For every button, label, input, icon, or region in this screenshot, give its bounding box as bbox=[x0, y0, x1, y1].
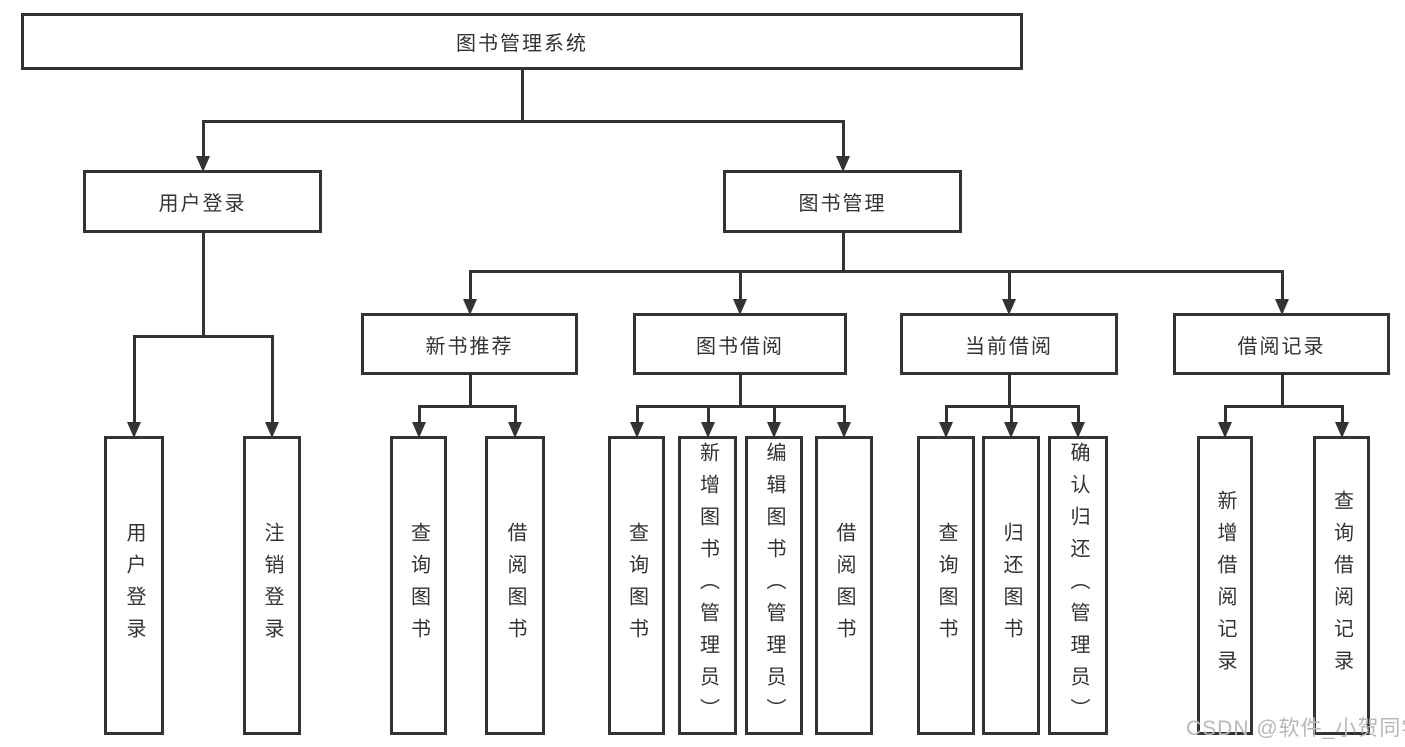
connector-line bbox=[133, 335, 274, 338]
connector-line bbox=[739, 270, 742, 301]
node-label: 图书借阅 bbox=[696, 335, 784, 358]
node-new-book-rec: 新书推荐 bbox=[361, 313, 578, 375]
arrow-down-icon bbox=[733, 299, 747, 315]
connector-line bbox=[1077, 405, 1080, 424]
node-leaf-cur-query-books: 查询图书 bbox=[917, 436, 975, 735]
arrow-down-icon bbox=[508, 422, 522, 438]
connector-line bbox=[1224, 405, 1344, 408]
arrow-down-icon bbox=[630, 422, 644, 438]
node-leaf-return-book: 归还图书 bbox=[982, 436, 1040, 735]
node-label: 新书推荐 bbox=[425, 335, 514, 358]
node-leaf-add-borrow-record: 新增借阅记录 bbox=[1197, 436, 1253, 735]
node-label: 借阅图书 bbox=[504, 521, 526, 650]
node-label: 新增借阅记录 bbox=[1214, 489, 1236, 682]
node-label: 确认归还（管理员） bbox=[1067, 441, 1089, 730]
arrow-down-icon bbox=[1071, 422, 1085, 438]
connector-line bbox=[202, 120, 845, 123]
node-label: 图书管理 bbox=[798, 193, 887, 215]
connector-line bbox=[843, 405, 846, 424]
connector-line bbox=[1010, 405, 1013, 424]
node-label: 当前借阅 bbox=[965, 335, 1053, 358]
connector-line bbox=[469, 270, 1284, 273]
node-book-mgmt: 图书管理 bbox=[723, 170, 962, 233]
connector-line bbox=[1008, 270, 1011, 301]
watermark-text: CSDN @软件_小贺同学 bbox=[1186, 717, 1405, 740]
node-leaf-bor-borrow-books: 借阅图书 bbox=[815, 436, 873, 735]
node-label: 查询图书 bbox=[625, 521, 648, 650]
node-label: 查询图书 bbox=[407, 521, 430, 650]
arrow-down-icon bbox=[412, 422, 426, 438]
node-label: 新增图书（管理员） bbox=[696, 441, 719, 730]
node-leaf-add-book: 新增图书（管理员） bbox=[678, 436, 737, 735]
connector-line bbox=[739, 373, 742, 408]
connector-line bbox=[636, 405, 639, 424]
connector-line bbox=[418, 405, 421, 424]
node-label: 借阅记录 bbox=[1237, 335, 1326, 358]
arrow-down-icon bbox=[1002, 299, 1016, 315]
node-user-login: 用户登录 bbox=[83, 170, 322, 233]
node-leaf-rec-borrow-books: 借阅图书 bbox=[485, 436, 545, 735]
connector-line bbox=[514, 405, 517, 424]
connector-line bbox=[418, 405, 517, 408]
node-label: 用户登录 bbox=[158, 193, 247, 215]
node-leaf-edit-book: 编辑图书（管理员） bbox=[745, 436, 803, 735]
node-label: 图书管理系统 bbox=[456, 33, 588, 55]
node-label: 用户登录 bbox=[123, 521, 145, 650]
connector-line bbox=[707, 405, 710, 424]
connector-line bbox=[202, 120, 205, 158]
connector-line bbox=[271, 335, 274, 424]
node-leaf-query-borrow-record: 查询借阅记录 bbox=[1313, 436, 1370, 735]
connector-line bbox=[1281, 270, 1284, 301]
node-leaf-logout: 注销登录 bbox=[243, 436, 301, 735]
node-label: 查询图书 bbox=[935, 521, 957, 650]
connector-line bbox=[945, 405, 948, 424]
node-leaf-confirm-return: 确认归还（管理员） bbox=[1048, 436, 1108, 735]
node-book-borrow: 图书借阅 bbox=[633, 313, 847, 375]
node-label: 归还图书 bbox=[1000, 521, 1022, 650]
connector-line bbox=[842, 120, 845, 158]
connector-line bbox=[1341, 405, 1344, 424]
arrow-down-icon bbox=[196, 156, 210, 172]
connector-line bbox=[133, 335, 136, 424]
arrow-down-icon bbox=[1275, 299, 1289, 315]
node-label: 注销登录 bbox=[261, 521, 283, 650]
node-label: 编辑图书（管理员） bbox=[763, 441, 785, 730]
connector-line bbox=[469, 270, 472, 301]
arrow-down-icon bbox=[265, 422, 279, 438]
connector-line bbox=[1008, 373, 1011, 408]
arrow-down-icon bbox=[463, 299, 477, 315]
node-borrow-records: 借阅记录 bbox=[1173, 313, 1390, 375]
arrow-down-icon bbox=[127, 422, 141, 438]
arrow-down-icon bbox=[767, 422, 781, 438]
arrow-down-icon bbox=[939, 422, 953, 438]
arrow-down-icon bbox=[836, 156, 850, 172]
arrow-down-icon bbox=[837, 422, 851, 438]
node-leaf-bor-query-books: 查询图书 bbox=[608, 436, 665, 735]
connector-line bbox=[773, 405, 776, 424]
arrow-down-icon bbox=[701, 422, 715, 438]
node-leaf-user-login: 用户登录 bbox=[104, 436, 164, 735]
arrow-down-icon bbox=[1218, 422, 1232, 438]
node-current-borrow: 当前借阅 bbox=[900, 313, 1118, 375]
node-label: 借阅图书 bbox=[833, 521, 855, 650]
connector-line bbox=[842, 231, 845, 273]
node-label: 查询借阅记录 bbox=[1330, 489, 1353, 682]
arrow-down-icon bbox=[1335, 422, 1349, 438]
node-leaf-rec-query-books: 查询图书 bbox=[390, 436, 447, 735]
connector-line bbox=[636, 405, 846, 408]
connector-line bbox=[469, 373, 472, 408]
connector-line bbox=[1281, 373, 1284, 408]
arrow-down-icon bbox=[1004, 422, 1018, 438]
connector-line bbox=[521, 68, 524, 123]
node-root: 图书管理系统 bbox=[21, 13, 1023, 70]
connector-line bbox=[1224, 405, 1227, 424]
connector-line bbox=[202, 231, 205, 338]
